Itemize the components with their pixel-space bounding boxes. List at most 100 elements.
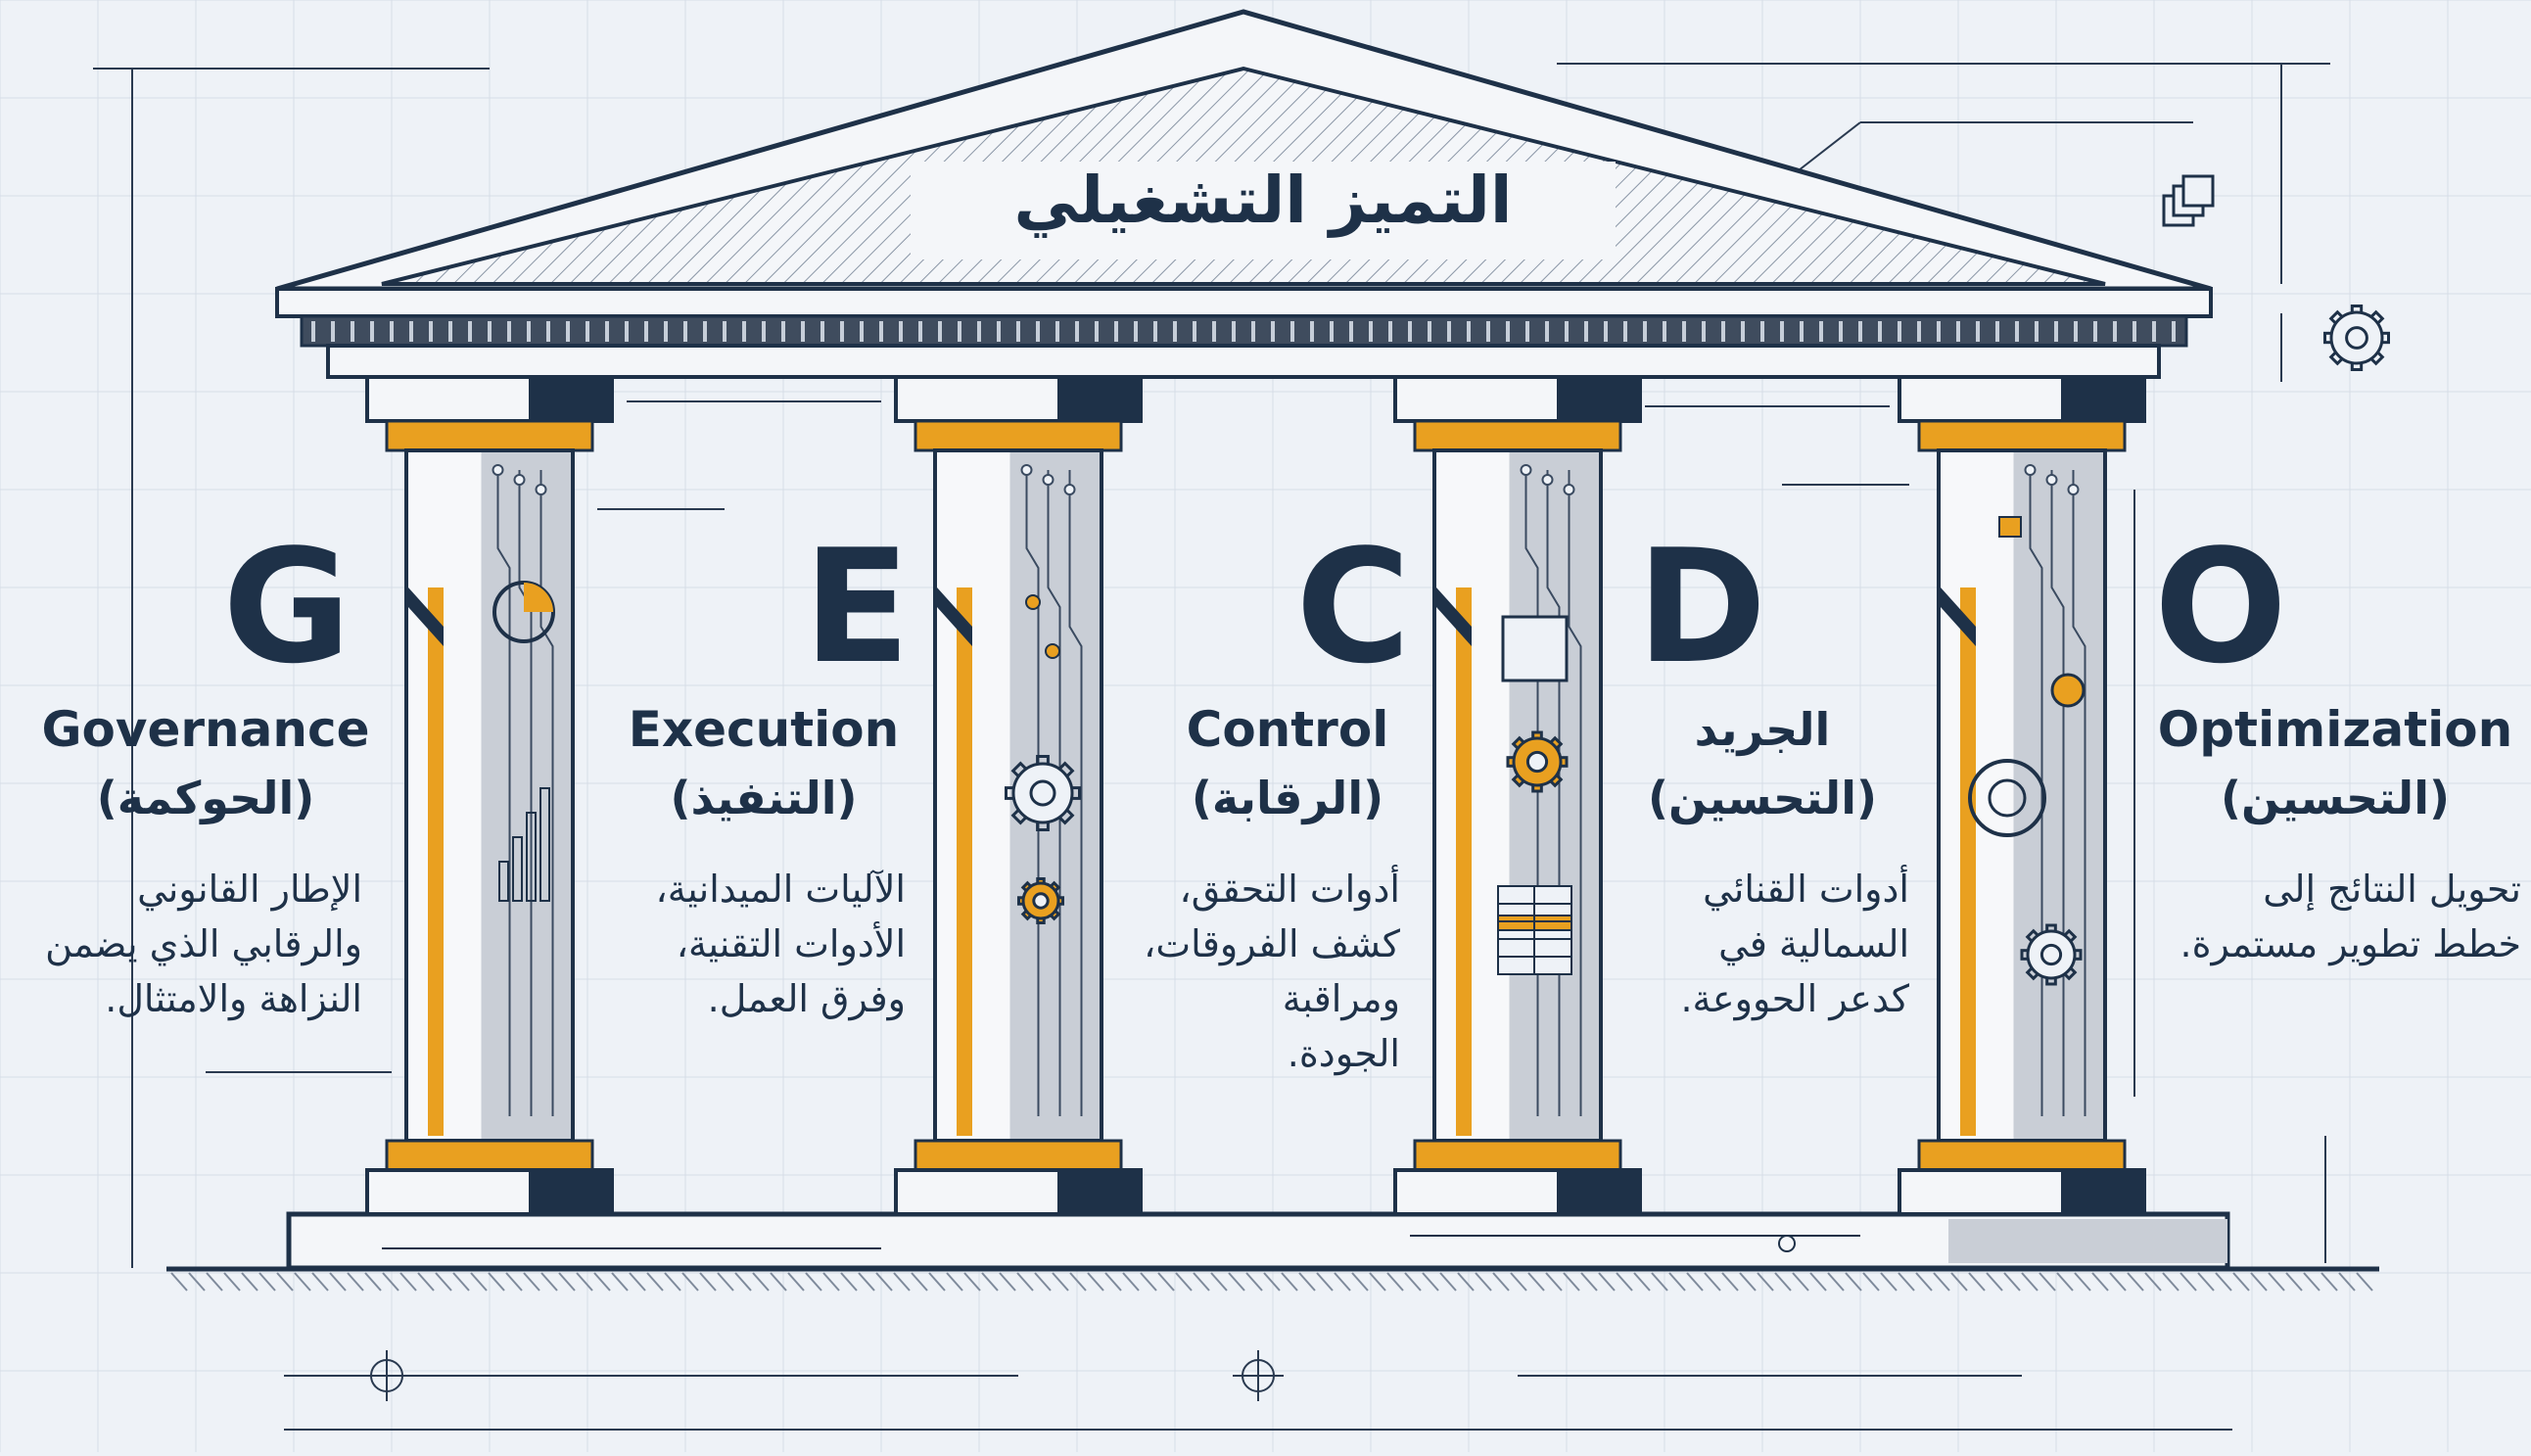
- hatch-stroke: [1933, 1272, 1950, 1292]
- hatch-stroke: [840, 1272, 858, 1292]
- hatch-stroke: [752, 1272, 770, 1292]
- hatch-stroke: [2338, 1272, 2356, 1292]
- node-icon: [1998, 516, 2022, 538]
- hatch-stroke: [734, 1272, 752, 1292]
- hatch-stroke: [1774, 1272, 1792, 1292]
- trace-node: [513, 474, 526, 486]
- hatch-stroke: [1721, 1272, 1739, 1292]
- pillar-d-letter: D: [1636, 515, 1767, 698]
- hatch-stroke: [2056, 1272, 2074, 1292]
- pillar-d-name-ar: (التحسين): [1648, 772, 1877, 824]
- hatch-stroke: [1157, 1272, 1175, 1292]
- hatch-stroke: [1809, 1272, 1827, 1292]
- gear-icon: [1506, 730, 1569, 793]
- stripe-cap: [937, 587, 972, 646]
- hatch-stroke: [1210, 1272, 1228, 1292]
- hatch-stroke: [1827, 1272, 1845, 1292]
- stripe-cap: [1941, 587, 1976, 646]
- architrave: [326, 344, 2161, 379]
- hatch-stroke: [1193, 1272, 1210, 1292]
- pillar-o-letter: O: [2153, 515, 2287, 698]
- dimension-lines: [93, 63, 2330, 1431]
- target-icon: [2050, 673, 2086, 708]
- column-3: [1393, 375, 1642, 1216]
- hatch-stroke: [258, 1272, 276, 1292]
- hatch-stroke: [276, 1272, 294, 1292]
- hatch-stroke: [1245, 1272, 1263, 1292]
- hatch-stroke: [364, 1272, 382, 1292]
- hatch-stroke: [347, 1272, 364, 1292]
- hatch-stroke: [911, 1272, 928, 1292]
- trace: [1546, 470, 1561, 1116]
- pillar-e-description: الآليات الميدانية، الأدوات التقنية، وفرق…: [592, 862, 906, 1026]
- capital-band: [1413, 419, 1622, 452]
- hatch-stroke: [1898, 1272, 1915, 1292]
- hatch-stroke: [2039, 1272, 2056, 1292]
- column-1: [365, 375, 614, 1216]
- pillar-e-name-en: Execution: [628, 701, 900, 758]
- dentils: [311, 321, 2176, 342]
- gear-hole: [1029, 779, 1056, 807]
- desc-line: كدعر الحووعة.: [1680, 977, 1909, 1020]
- hatch-stroke: [2320, 1272, 2338, 1292]
- hatch-stroke: [1545, 1272, 1563, 1292]
- diagram-title: التميز التشغيلي: [1013, 163, 1513, 238]
- trace-node: [2045, 474, 2058, 486]
- desc-line: والرقابي الذي يضمن: [45, 922, 362, 965]
- hatch-stroke: [646, 1272, 664, 1292]
- hatch-stroke: [1175, 1272, 1193, 1292]
- hatch-stroke: [1087, 1272, 1104, 1292]
- hatch-stroke: [1016, 1272, 1034, 1292]
- pillar-c-description: أدوات التحقق، كشف الفروقات، ومراقبة الجو…: [1106, 862, 1400, 1081]
- base-shade: [1948, 1219, 2227, 1263]
- trace-node: [2024, 464, 2037, 476]
- pillar-o-name-ar: (التحسين): [2221, 772, 2450, 824]
- base-band: [385, 1139, 594, 1172]
- table-icon: [1497, 885, 1572, 975]
- gear-hole: [2345, 326, 2368, 350]
- hatch-stroke: [2197, 1272, 2215, 1292]
- hatch-stroke: [1686, 1272, 1704, 1292]
- trace: [1524, 470, 1539, 1116]
- hatch-stroke: [1704, 1272, 1721, 1292]
- circuit-traces: [1520, 464, 1582, 1116]
- pillar-c-name-en: Control: [1186, 701, 1389, 758]
- target-ring: [1968, 759, 2046, 837]
- hatch-stroke: [875, 1272, 893, 1292]
- hatch-stroke: [2144, 1272, 2162, 1292]
- hatch-stroke: [1140, 1272, 1157, 1292]
- hatch-stroke: [540, 1272, 558, 1292]
- hatch-stroke: [241, 1272, 258, 1292]
- accent-stripe: [1456, 587, 1472, 1136]
- desc-line: ومراقبة: [1282, 977, 1400, 1020]
- trace: [1568, 470, 1582, 1116]
- hatch-stroke: [1104, 1272, 1122, 1292]
- title-plate: [911, 162, 1616, 259]
- plinth-dark: [529, 1170, 612, 1214]
- trace-node: [1541, 474, 1554, 486]
- layers-icon: [2162, 174, 2215, 227]
- hatch-stroke: [558, 1272, 576, 1292]
- plinth-dark: [1557, 1170, 1640, 1214]
- hatch-stroke: [664, 1272, 681, 1292]
- node-icon: [1045, 643, 1060, 659]
- hatch-stroke: [1034, 1272, 1052, 1292]
- hatch-stroke: [1281, 1272, 1298, 1292]
- hatch-stroke: [1739, 1272, 1757, 1292]
- hatch-stroke: [1334, 1272, 1351, 1292]
- hatch-stroke: [893, 1272, 911, 1292]
- stylobate: [286, 1211, 2230, 1271]
- accent-stripe: [1960, 587, 1976, 1136]
- chart-slice: [524, 583, 553, 612]
- hatch-stroke: [629, 1272, 646, 1292]
- desc-line: وفرق العمل.: [707, 977, 906, 1020]
- hatch-stroke: [2074, 1272, 2091, 1292]
- pillar-g-description: الإطار القانوني والرقابي الذي يضمن النزا…: [10, 862, 362, 1026]
- hatch-stroke: [1510, 1272, 1527, 1292]
- hatch-stroke: [1880, 1272, 1898, 1292]
- trace-node: [1520, 464, 1532, 476]
- desc-line: كشف الفروقات،: [1144, 922, 1400, 965]
- hatch-stroke: [470, 1272, 488, 1292]
- accent-stripe: [428, 587, 444, 1136]
- hatch-stroke: [2268, 1272, 2285, 1292]
